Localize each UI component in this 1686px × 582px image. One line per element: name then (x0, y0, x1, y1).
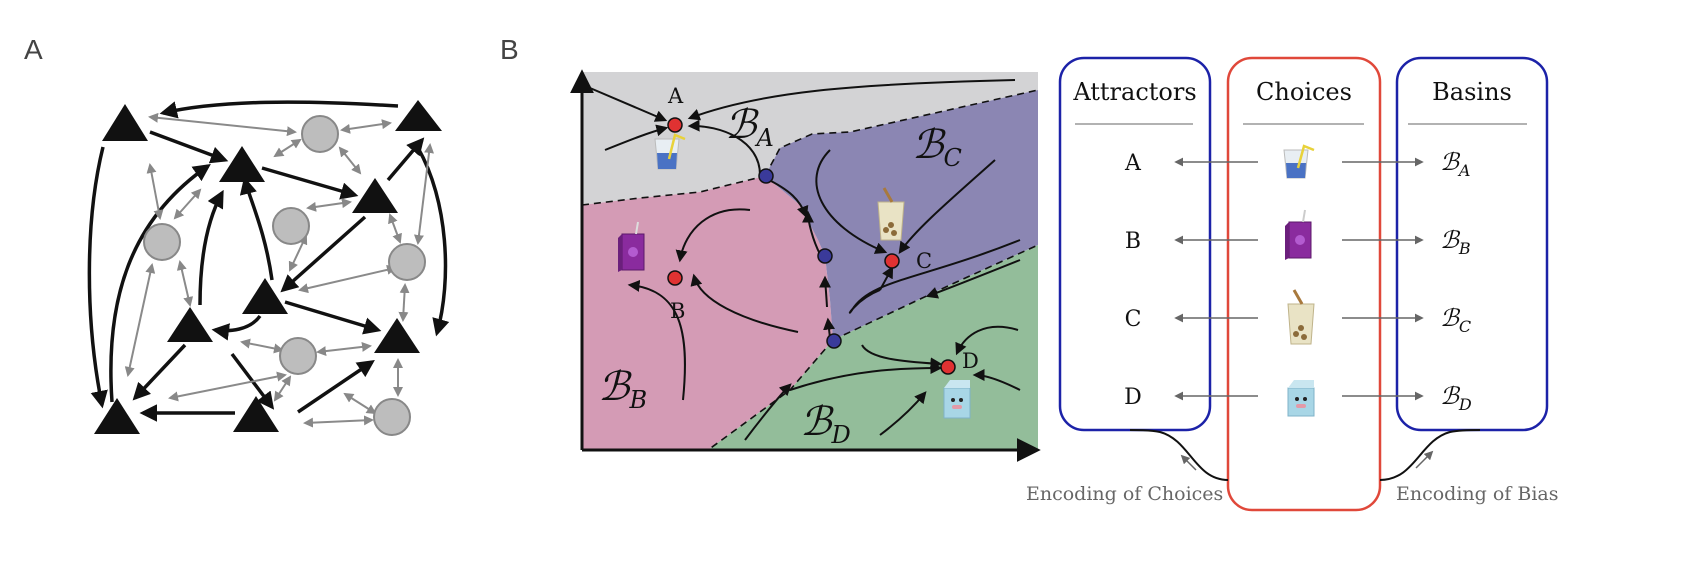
row-attractor: A (1124, 151, 1142, 176)
basin-label-b: ℬB (598, 364, 647, 414)
encoding-of-bias-label: Encoding of Bias (1396, 483, 1559, 505)
neural-network-diagram (87, 100, 450, 436)
basin-label-d: ℬD (800, 399, 851, 449)
basin-label-c: ℬC (912, 122, 962, 172)
table-row: A ℬA (1124, 148, 1470, 180)
flow-lines (589, 79, 1021, 441)
table-row: D ℬD (1124, 382, 1472, 414)
row-basin: ℬD (1440, 382, 1472, 414)
milk-carton-icon (1287, 380, 1315, 417)
attractor-landscape: A B C D ℬA ℬC ℬB ℬD (570, 69, 1041, 462)
boba-tea-icon (877, 187, 905, 241)
row-attractor: D (1124, 385, 1142, 410)
row-basin: ℬB (1440, 226, 1471, 258)
juice-glass-icon (654, 133, 686, 170)
table-row: B ℬB (1125, 226, 1471, 258)
attractor-label-b: B (670, 299, 685, 323)
attractor-label-a: A (667, 84, 684, 108)
row-basin: ℬA (1440, 148, 1470, 180)
table-row: C ℬC (1125, 304, 1472, 336)
attractors-header: Attractors (1072, 78, 1196, 106)
basins-header: Basins (1432, 78, 1512, 106)
attractor-label-c: C (916, 249, 932, 273)
plot-axes (570, 69, 1041, 462)
mapping-arrows (1174, 157, 1424, 401)
juice-box-icon (1285, 209, 1312, 260)
basin-a-region (582, 72, 1038, 205)
inhibitory-connections (124, 112, 434, 428)
attractor-label-d: D (962, 349, 979, 373)
choices-box (1226, 56, 1382, 512)
encoding-of-choices-label: Encoding of Choices (1026, 483, 1223, 505)
milk-carton-icon (943, 380, 971, 419)
basin-b-region (582, 176, 833, 450)
saddle-points (758, 168, 842, 349)
excitatory-connections (87, 100, 450, 422)
panel-b-label: B (500, 34, 519, 65)
boba-tea-icon (1287, 289, 1315, 345)
row-basin: ℬC (1440, 304, 1471, 336)
attractor-points (667, 117, 956, 375)
juice-glass-icon (1283, 144, 1315, 179)
mapping-table: Attractors Choices Basins A ℬA B ℬB C ℬC… (1026, 56, 1559, 512)
encoding-bias-arrow (1415, 450, 1434, 469)
row-attractor: B (1125, 229, 1141, 254)
encoding-bias-curve (1379, 429, 1481, 481)
excitatory-neurons (94, 100, 442, 434)
encoding-choices-curve (1129, 429, 1229, 481)
row-attractor: C (1125, 307, 1142, 332)
inhibitory-neurons (143, 115, 426, 436)
juice-box-icon (618, 221, 645, 272)
encoding-choices-arrow (1180, 454, 1197, 471)
panel-a-label: A (24, 34, 43, 65)
choices-header: Choices (1256, 78, 1352, 106)
basin-label-a: ℬA (725, 102, 774, 152)
basins-box (1395, 56, 1549, 432)
